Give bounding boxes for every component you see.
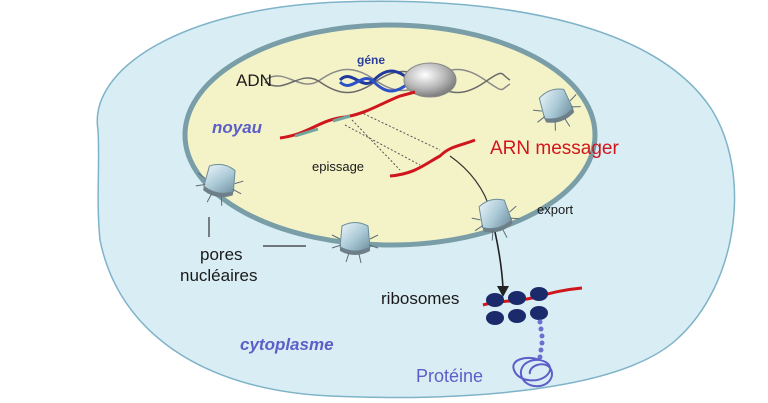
label-export: export xyxy=(537,202,574,217)
dna-helix xyxy=(264,68,511,94)
splicing-lines xyxy=(344,111,441,171)
mature-mrna xyxy=(389,138,476,178)
label-gene: géne xyxy=(357,53,385,67)
protein-chain xyxy=(537,319,545,360)
label-cytoplasme: cytoplasme xyxy=(240,335,334,354)
label-nucleaires: nucléaires xyxy=(180,266,258,285)
label-ribosomes: ribosomes xyxy=(381,289,459,308)
label-arn-messager: ARN messager xyxy=(490,138,619,159)
nuclear-envelope xyxy=(182,22,598,248)
folded-protein xyxy=(512,357,553,388)
label-proteine: Protéine xyxy=(416,366,483,386)
label-epissage: epissage xyxy=(312,159,364,174)
label-pores: pores xyxy=(200,245,243,264)
ribosomes xyxy=(486,287,548,325)
nucleus xyxy=(185,25,595,245)
label-adn: ADN xyxy=(236,71,272,90)
export-arrowhead xyxy=(497,286,509,297)
label-noyau: noyau xyxy=(212,118,263,137)
export-arrow xyxy=(494,231,504,289)
chromatin-blob xyxy=(403,62,457,98)
